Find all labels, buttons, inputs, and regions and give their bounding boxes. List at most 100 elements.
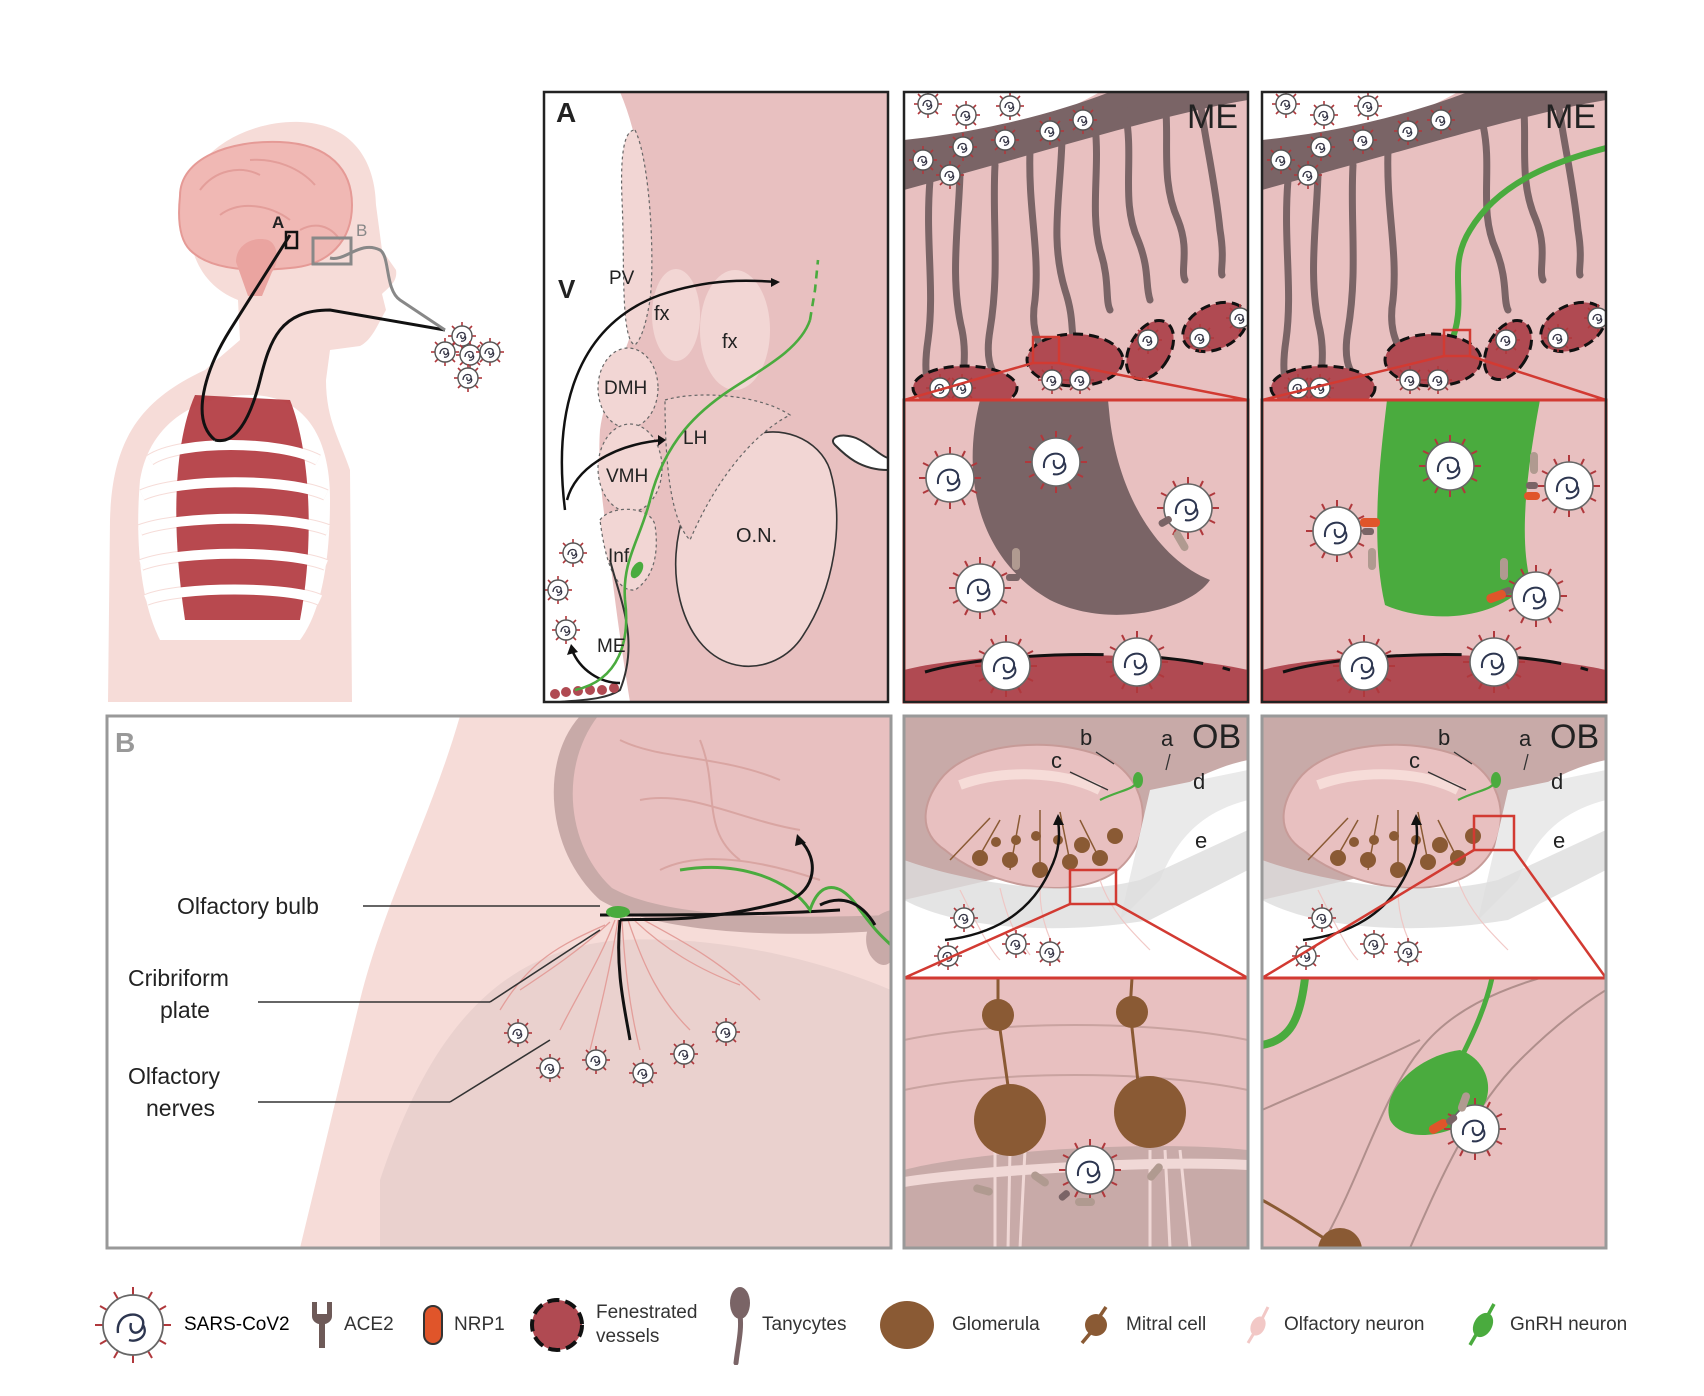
legend-item-mitral-cell: Mitral cell bbox=[1076, 1270, 1206, 1380]
label-olfactory-bulb: Olfactory bulb bbox=[177, 893, 319, 919]
virus-icon bbox=[935, 160, 965, 190]
ob-left-title: OB bbox=[1192, 718, 1241, 756]
virus-icon bbox=[1293, 160, 1323, 190]
label-cribriform-2: plate bbox=[160, 997, 210, 1023]
virus-icon bbox=[1068, 105, 1098, 135]
legend-item-ace2: ACE2 bbox=[310, 1270, 394, 1380]
virus-icon bbox=[1393, 116, 1423, 146]
label-lh: LH bbox=[683, 428, 707, 449]
mitral-cell-body bbox=[982, 999, 1014, 1031]
virus-icon bbox=[628, 1058, 658, 1088]
olfactory-nerves bbox=[499, 917, 761, 1051]
virus-icon bbox=[1309, 100, 1339, 130]
virus-icon bbox=[1001, 929, 1031, 959]
pathway-arrow-top bbox=[560, 279, 778, 511]
virus-icon bbox=[1306, 132, 1336, 162]
virus-icon bbox=[947, 373, 977, 403]
receptors bbox=[1360, 452, 1540, 603]
ob-right-label-c: c bbox=[1409, 748, 1420, 773]
virus-icon bbox=[1225, 303, 1248, 333]
pathway-line-b bbox=[329, 245, 446, 332]
virus-icon bbox=[503, 1018, 533, 1048]
label-dmh: DMH bbox=[604, 378, 647, 399]
virus-icon bbox=[1035, 116, 1065, 146]
tanycyte-processes bbox=[922, 96, 1226, 399]
tanycyte-zoomed bbox=[972, 400, 1210, 615]
virus-icon bbox=[1393, 937, 1423, 967]
marker-box-b bbox=[311, 236, 353, 266]
legend-label-nrp1: NRP1 bbox=[454, 1314, 505, 1336]
me-panel-right: ME bbox=[1260, 90, 1608, 704]
pathway-line-lung bbox=[214, 308, 446, 443]
ob-left-label-c: c bbox=[1051, 748, 1062, 773]
label-fx-2: fx bbox=[722, 331, 738, 353]
glomerulus bbox=[974, 1084, 1046, 1156]
virus-icon bbox=[535, 1053, 565, 1083]
virus-icon bbox=[1543, 323, 1573, 353]
label-v: V bbox=[558, 274, 576, 304]
virus-icon bbox=[453, 363, 483, 393]
virus-icon bbox=[581, 1045, 611, 1075]
label-inf: Inf bbox=[608, 546, 630, 567]
me-right-title: ME bbox=[1545, 98, 1596, 136]
legend-label-ace2: ACE2 bbox=[344, 1314, 394, 1336]
label-pv: PV bbox=[609, 268, 635, 289]
ob-right-label-a: a bbox=[1519, 726, 1532, 751]
legend-item-fenestrated-vessels: Fenestrated vessels bbox=[528, 1270, 697, 1380]
virus-icon bbox=[475, 337, 505, 367]
virus-icon bbox=[1426, 105, 1456, 135]
panel-b: B Olfactory bulb Cribriform plate Olfact… bbox=[105, 714, 893, 1250]
legend-label-fenestrated: Fenestrated vessels bbox=[596, 1301, 697, 1349]
virus-icon bbox=[669, 1039, 699, 1069]
legend-label-olfactory-neuron: Olfactory neuron bbox=[1284, 1314, 1425, 1336]
legend-label-mitral-cell: Mitral cell bbox=[1126, 1314, 1207, 1336]
fenestrated-vessel-icon bbox=[530, 1298, 584, 1352]
legend-item-tanycytes: Tanycytes bbox=[728, 1270, 846, 1380]
marker-box-a bbox=[284, 230, 299, 250]
virus-icon bbox=[95, 1287, 171, 1363]
legend-label-tanycytes: Tanycytes bbox=[762, 1314, 847, 1336]
zoom-box bbox=[1031, 335, 1061, 365]
virus-icon bbox=[908, 145, 938, 175]
virus-icon bbox=[1491, 325, 1521, 355]
cerebellum-shape bbox=[236, 239, 277, 296]
label-vmh: VMH bbox=[606, 466, 648, 487]
virus-icon bbox=[995, 92, 1025, 121]
ob-left-label-e: e bbox=[1195, 828, 1207, 853]
virus-icon bbox=[1185, 323, 1215, 353]
panel-b-letter: B bbox=[115, 727, 135, 758]
label-olfactory-nerves-2: nerves bbox=[146, 1095, 215, 1121]
ace2-receptors bbox=[973, 1163, 1163, 1206]
label-on: O.N. bbox=[736, 525, 777, 547]
virus-icon bbox=[933, 941, 963, 971]
brain-area bbox=[572, 716, 891, 917]
panel-b-frame bbox=[105, 714, 893, 1250]
tanycyte-band bbox=[904, 92, 1248, 190]
body-silhouette: A B bbox=[108, 121, 505, 702]
label-olfactory-nerves-1: Olfactory bbox=[128, 1063, 221, 1089]
legend-label-sars-cov2: SARS-CoV2 bbox=[184, 1314, 290, 1336]
virus-icon bbox=[1423, 365, 1453, 395]
ob-left-frame bbox=[902, 714, 1250, 1250]
virus-icon bbox=[1266, 145, 1296, 175]
ob-right-frame bbox=[1260, 714, 1608, 1250]
legend-label-gnrh-neuron: GnRH neuron bbox=[1510, 1314, 1628, 1336]
pathway-arrow-mid bbox=[565, 438, 664, 501]
pathway-line-a bbox=[200, 234, 292, 442]
me-left-frame bbox=[902, 90, 1250, 704]
gnrh-neuron-zoomed bbox=[1377, 400, 1540, 617]
label-fx-1: fx bbox=[654, 303, 670, 325]
virus-icon bbox=[1359, 929, 1389, 959]
virus-icon bbox=[913, 92, 943, 119]
virus-icon bbox=[949, 903, 979, 933]
virus-icon bbox=[1035, 937, 1065, 967]
glomerulus bbox=[1114, 1076, 1186, 1148]
ob-left-label-b: b bbox=[1080, 725, 1092, 750]
ob-panel-right: OB b a c d e bbox=[1260, 714, 1608, 1250]
legend-label-glomerula: Glomerula bbox=[952, 1314, 1040, 1336]
ob-right-label-e: e bbox=[1553, 828, 1565, 853]
pathway-arrow-me bbox=[570, 649, 621, 685]
mitral-cell-icon bbox=[1080, 1306, 1108, 1345]
virus-icon bbox=[1307, 903, 1337, 933]
